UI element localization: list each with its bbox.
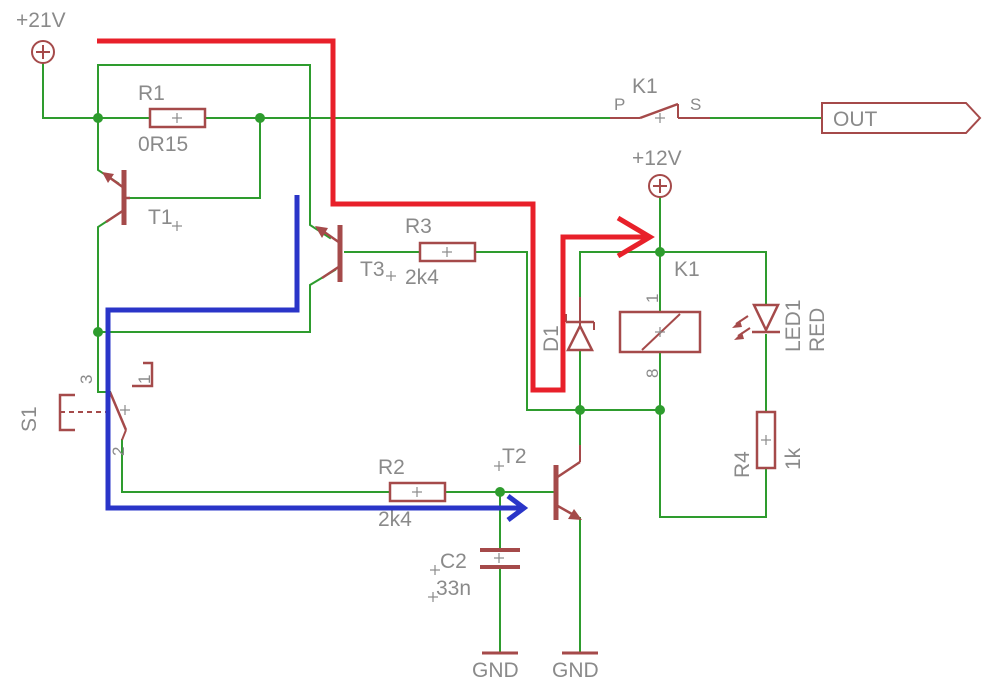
t2-name: T2	[502, 445, 527, 468]
k1-pin-8: 8	[643, 369, 662, 378]
k1-pin-s: S	[690, 95, 701, 114]
gnd-right-label: GND	[552, 659, 599, 682]
transistor-t3: T3	[315, 225, 396, 282]
supply-21v: +21V	[16, 9, 66, 64]
r2-value: 2k4	[378, 508, 412, 531]
blue-current-path	[105, 195, 529, 522]
t3-name: T3	[360, 258, 385, 281]
k1-pin-p: P	[614, 95, 625, 114]
relay-k1-contact: K1 P S	[610, 75, 710, 123]
wires	[42, 62, 823, 654]
r4-name: R4	[731, 451, 754, 478]
k1-contact-name: K1	[632, 75, 658, 98]
k1-pin-1: 1	[643, 294, 662, 303]
s1-pin-3: 3	[77, 375, 96, 384]
led-led1: LED1 RED	[732, 299, 829, 352]
led1-value: RED	[806, 308, 829, 352]
led1-name: LED1	[782, 299, 805, 352]
resistor-r2: R2 2k4	[378, 456, 447, 531]
port-out: OUT	[821, 102, 982, 134]
resistor-r3: R3 2k4	[405, 215, 477, 289]
switch-s1: S1 1 2 3	[18, 361, 154, 456]
resistor-r1: R1 0R15	[138, 82, 207, 156]
supply-12v: +12V	[632, 147, 682, 198]
gnd-left-label: GND	[472, 659, 519, 682]
diode-d1: D1	[540, 297, 595, 352]
r3-name: R3	[405, 215, 432, 238]
transistor-t2: T2	[494, 445, 582, 520]
s1-name: S1	[18, 406, 41, 432]
d1-name: D1	[540, 325, 563, 352]
s1-pin-2: 2	[109, 447, 128, 456]
blue-arrowhead	[506, 494, 529, 522]
k1-coil-name: K1	[674, 258, 700, 281]
red-current-path	[97, 38, 655, 393]
supply-21v-label: +21V	[16, 9, 66, 32]
c2-value: 33n	[436, 577, 471, 600]
r2-name: R2	[378, 456, 405, 479]
r3-value: 2k4	[405, 266, 439, 289]
c2-name: C2	[440, 550, 467, 573]
transistor-t1: T1	[102, 170, 182, 231]
r1-name: R1	[138, 82, 165, 105]
r1-value: 0R15	[138, 133, 188, 156]
ground-left: GND	[472, 651, 519, 682]
red-arrowhead	[616, 215, 655, 259]
junctions	[93, 113, 665, 497]
ground-right: GND	[552, 651, 599, 682]
capacitor-c2: C2 33n	[428, 548, 520, 602]
relay-k1-coil: K1 1 8	[618, 258, 702, 378]
s1-pin-1: 1	[135, 375, 154, 384]
t1-name: T1	[148, 206, 173, 229]
supply-12v-label: +12V	[632, 147, 682, 170]
resistor-r4: R4 1k	[731, 410, 805, 478]
out-label: OUT	[833, 108, 878, 131]
r4-value: 1k	[782, 447, 805, 470]
